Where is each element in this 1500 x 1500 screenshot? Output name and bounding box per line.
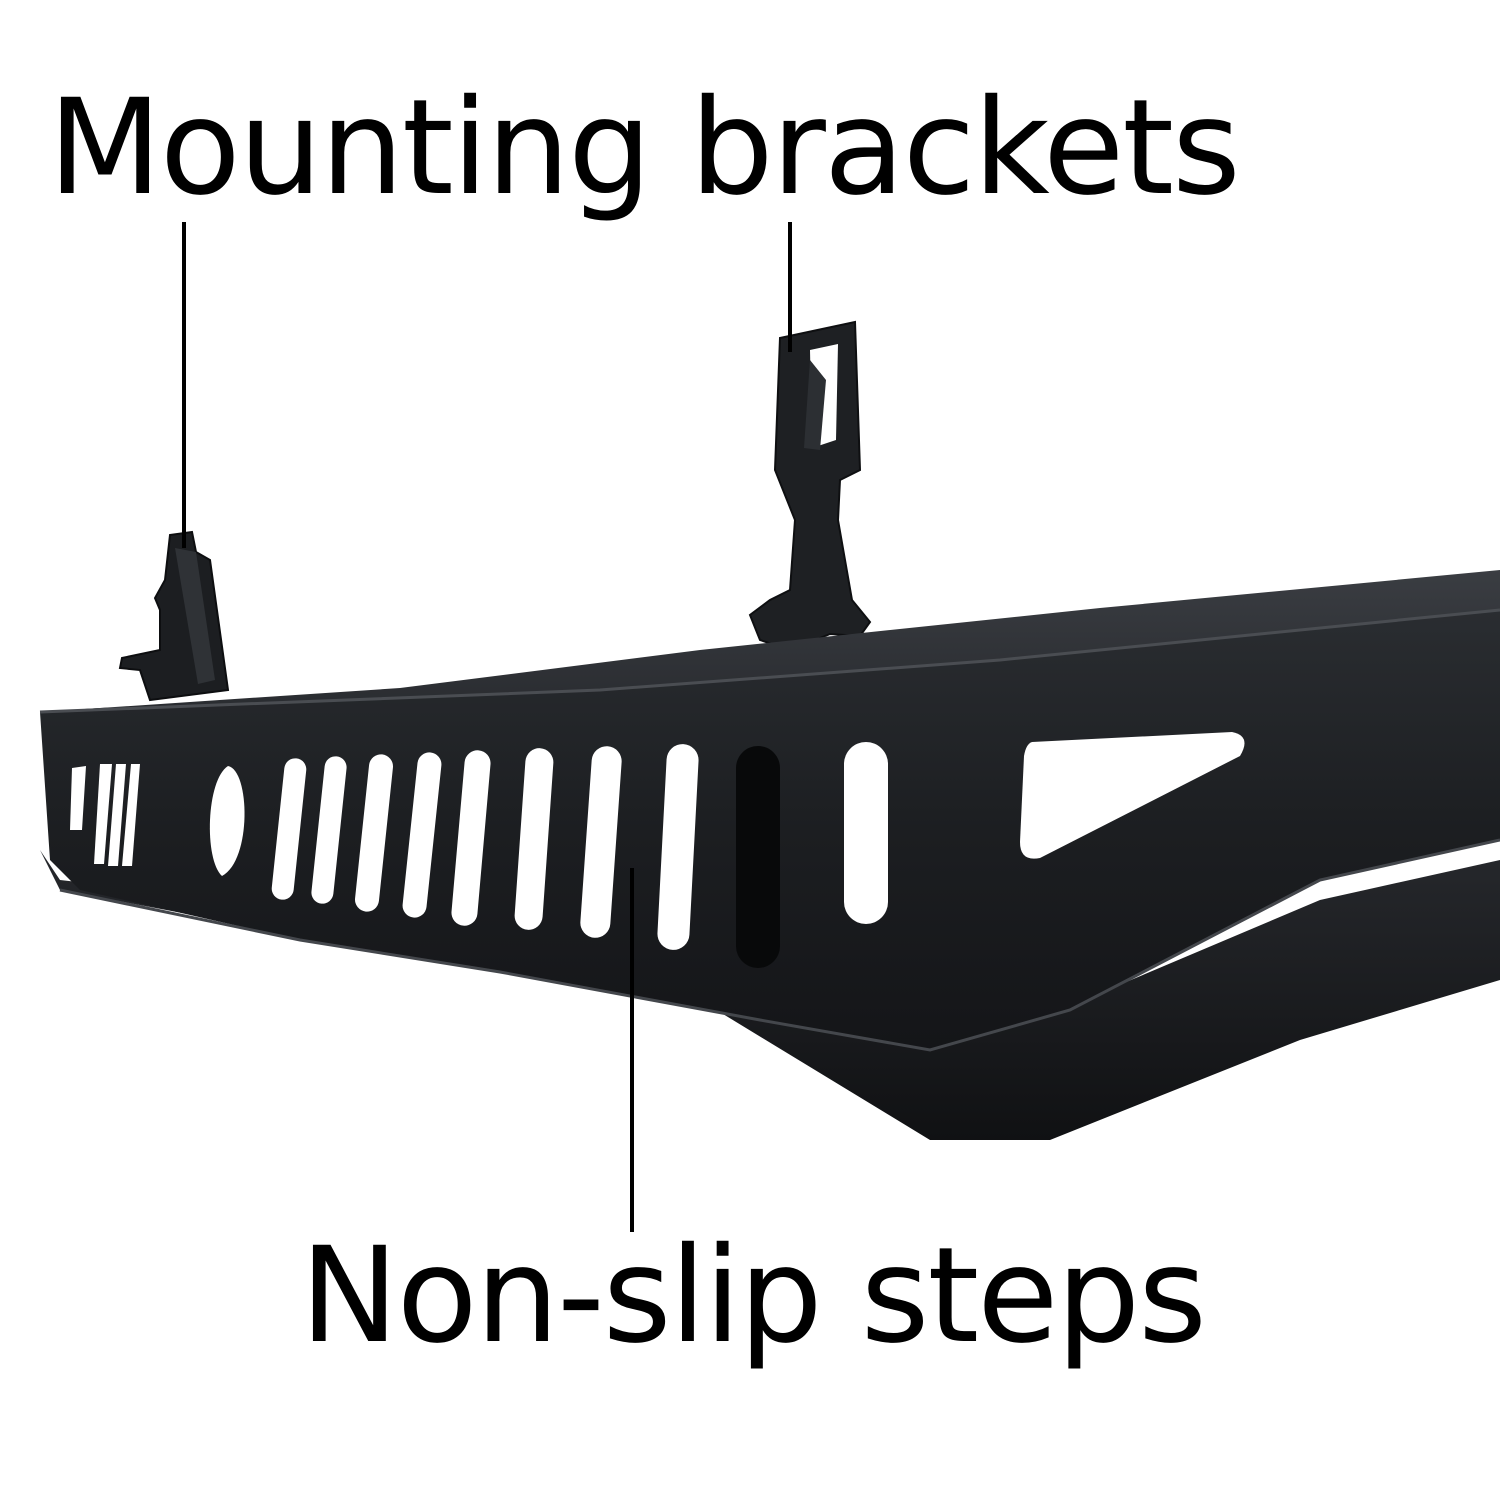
leader-lines <box>182 222 792 1232</box>
non-slip-slots <box>70 732 1245 950</box>
slot-6 <box>311 756 347 904</box>
slot-dark <box>736 746 780 968</box>
mounting-bracket-right <box>748 320 872 652</box>
slot-circle-ring <box>209 766 245 876</box>
slot-2 <box>94 764 112 864</box>
slot-4 <box>122 764 140 866</box>
triangle-cutout <box>1020 732 1245 859</box>
mounting-bracket-left <box>118 530 230 702</box>
slot-11 <box>580 746 622 938</box>
slot-3 <box>108 764 126 866</box>
slot-5 <box>271 758 307 900</box>
slot-13 <box>844 742 888 924</box>
slot-1 <box>70 766 86 830</box>
slot-7 <box>354 754 394 912</box>
slot-8 <box>402 752 442 918</box>
slot-10 <box>514 748 554 930</box>
slot-12 <box>657 744 699 950</box>
slot-9 <box>451 750 491 926</box>
mounting-brackets-label: Mounting brackets <box>48 71 1241 225</box>
non-slip-steps-label: Non-slip steps <box>300 1219 1207 1373</box>
